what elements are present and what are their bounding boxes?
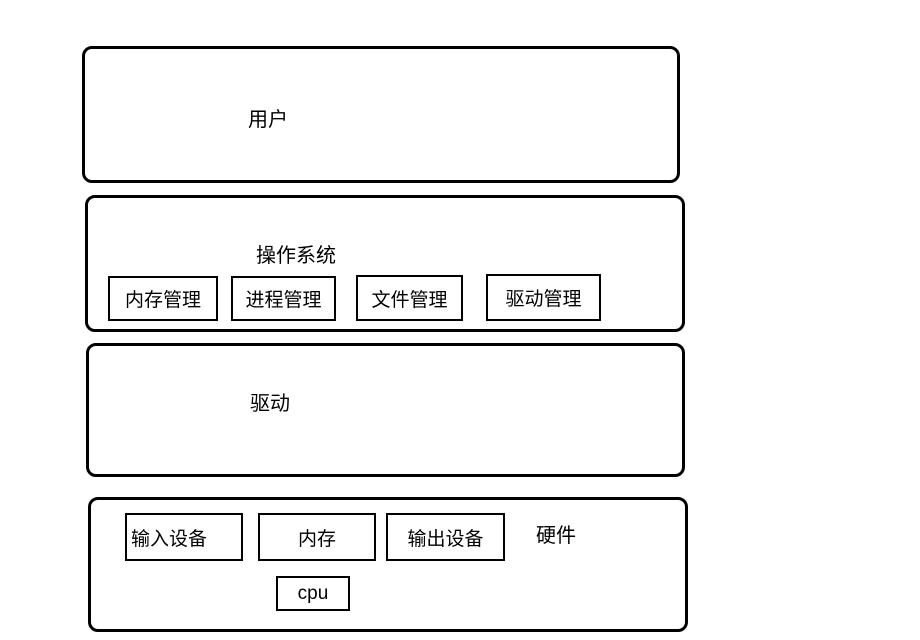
layer-label-driver: 驱动 xyxy=(250,393,290,415)
hardware-memory: 内存 xyxy=(258,513,376,561)
layer-box-operating-system: 操作系统 内存管理 进程管理 文件管理 驱动管理 xyxy=(85,195,685,332)
hardware-input-device: 输入设备 xyxy=(125,513,243,561)
module-memory-management: 内存管理 xyxy=(108,276,218,321)
module-process-management: 进程管理 xyxy=(231,276,336,321)
layer-box-driver: 驱动 xyxy=(86,343,685,477)
layer-box-hardware: 硬件 输入设备 内存 输出设备 cpu xyxy=(88,497,688,632)
layer-label-operating-system: 操作系统 xyxy=(256,245,336,267)
hardware-output-device: 输出设备 xyxy=(386,513,505,561)
layer-label-hardware: 硬件 xyxy=(536,525,576,547)
layer-label-user: 用户 xyxy=(248,109,288,131)
module-file-management: 文件管理 xyxy=(356,275,463,321)
layer-box-user: 用户 xyxy=(82,46,680,183)
module-driver-management: 驱动管理 xyxy=(486,274,601,321)
hardware-cpu: cpu xyxy=(276,576,350,611)
